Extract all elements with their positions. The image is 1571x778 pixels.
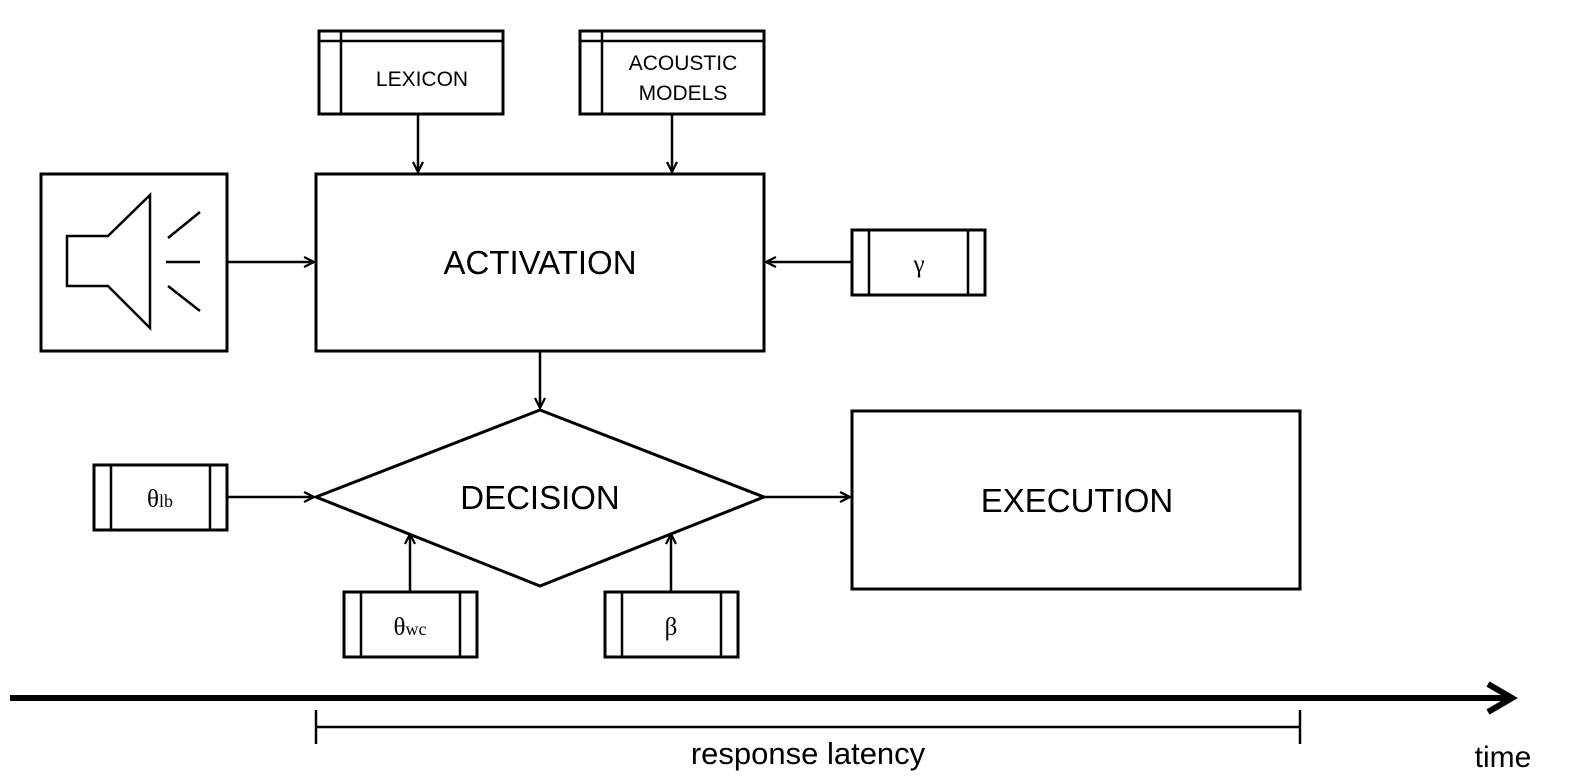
gamma-parameter: γ xyxy=(850,228,987,297)
beta-parameter: β xyxy=(603,590,740,659)
lexicon-store: LEXICON xyxy=(317,29,505,116)
time-axis-label: time xyxy=(1475,741,1532,774)
speaker-icon xyxy=(65,192,201,332)
beta-label: β xyxy=(665,614,678,641)
theta-wc-parameter: θwc xyxy=(342,590,479,659)
theta-lb-label: θlb xyxy=(147,486,173,513)
acoustic-models-label-line1: ACOUSTIC xyxy=(629,52,738,75)
response-latency-bracket: response latency xyxy=(314,710,1302,771)
activation-label: ACTIVATION xyxy=(443,244,636,281)
response-latency-label: response latency xyxy=(691,736,926,771)
theta-wc-label: θwc xyxy=(394,614,427,641)
decision-label: DECISION xyxy=(460,479,620,516)
acoustic-models-label-line2: MODELS xyxy=(639,82,728,105)
theta-lb-parameter: θlb xyxy=(92,463,229,532)
acoustic-models-store: ACOUSTIC MODELS xyxy=(578,29,766,116)
execution-label: EXECUTION xyxy=(981,482,1174,519)
lexicon-label: LEXICON xyxy=(376,68,468,91)
activation-box: ACTIVATION xyxy=(314,172,766,353)
execution-box: EXECUTION xyxy=(850,409,1302,591)
gamma-label: γ xyxy=(912,251,924,278)
speech-input-box xyxy=(39,172,229,353)
time-axis: time xyxy=(10,681,1532,774)
decision-diamond: DECISION xyxy=(311,408,769,588)
